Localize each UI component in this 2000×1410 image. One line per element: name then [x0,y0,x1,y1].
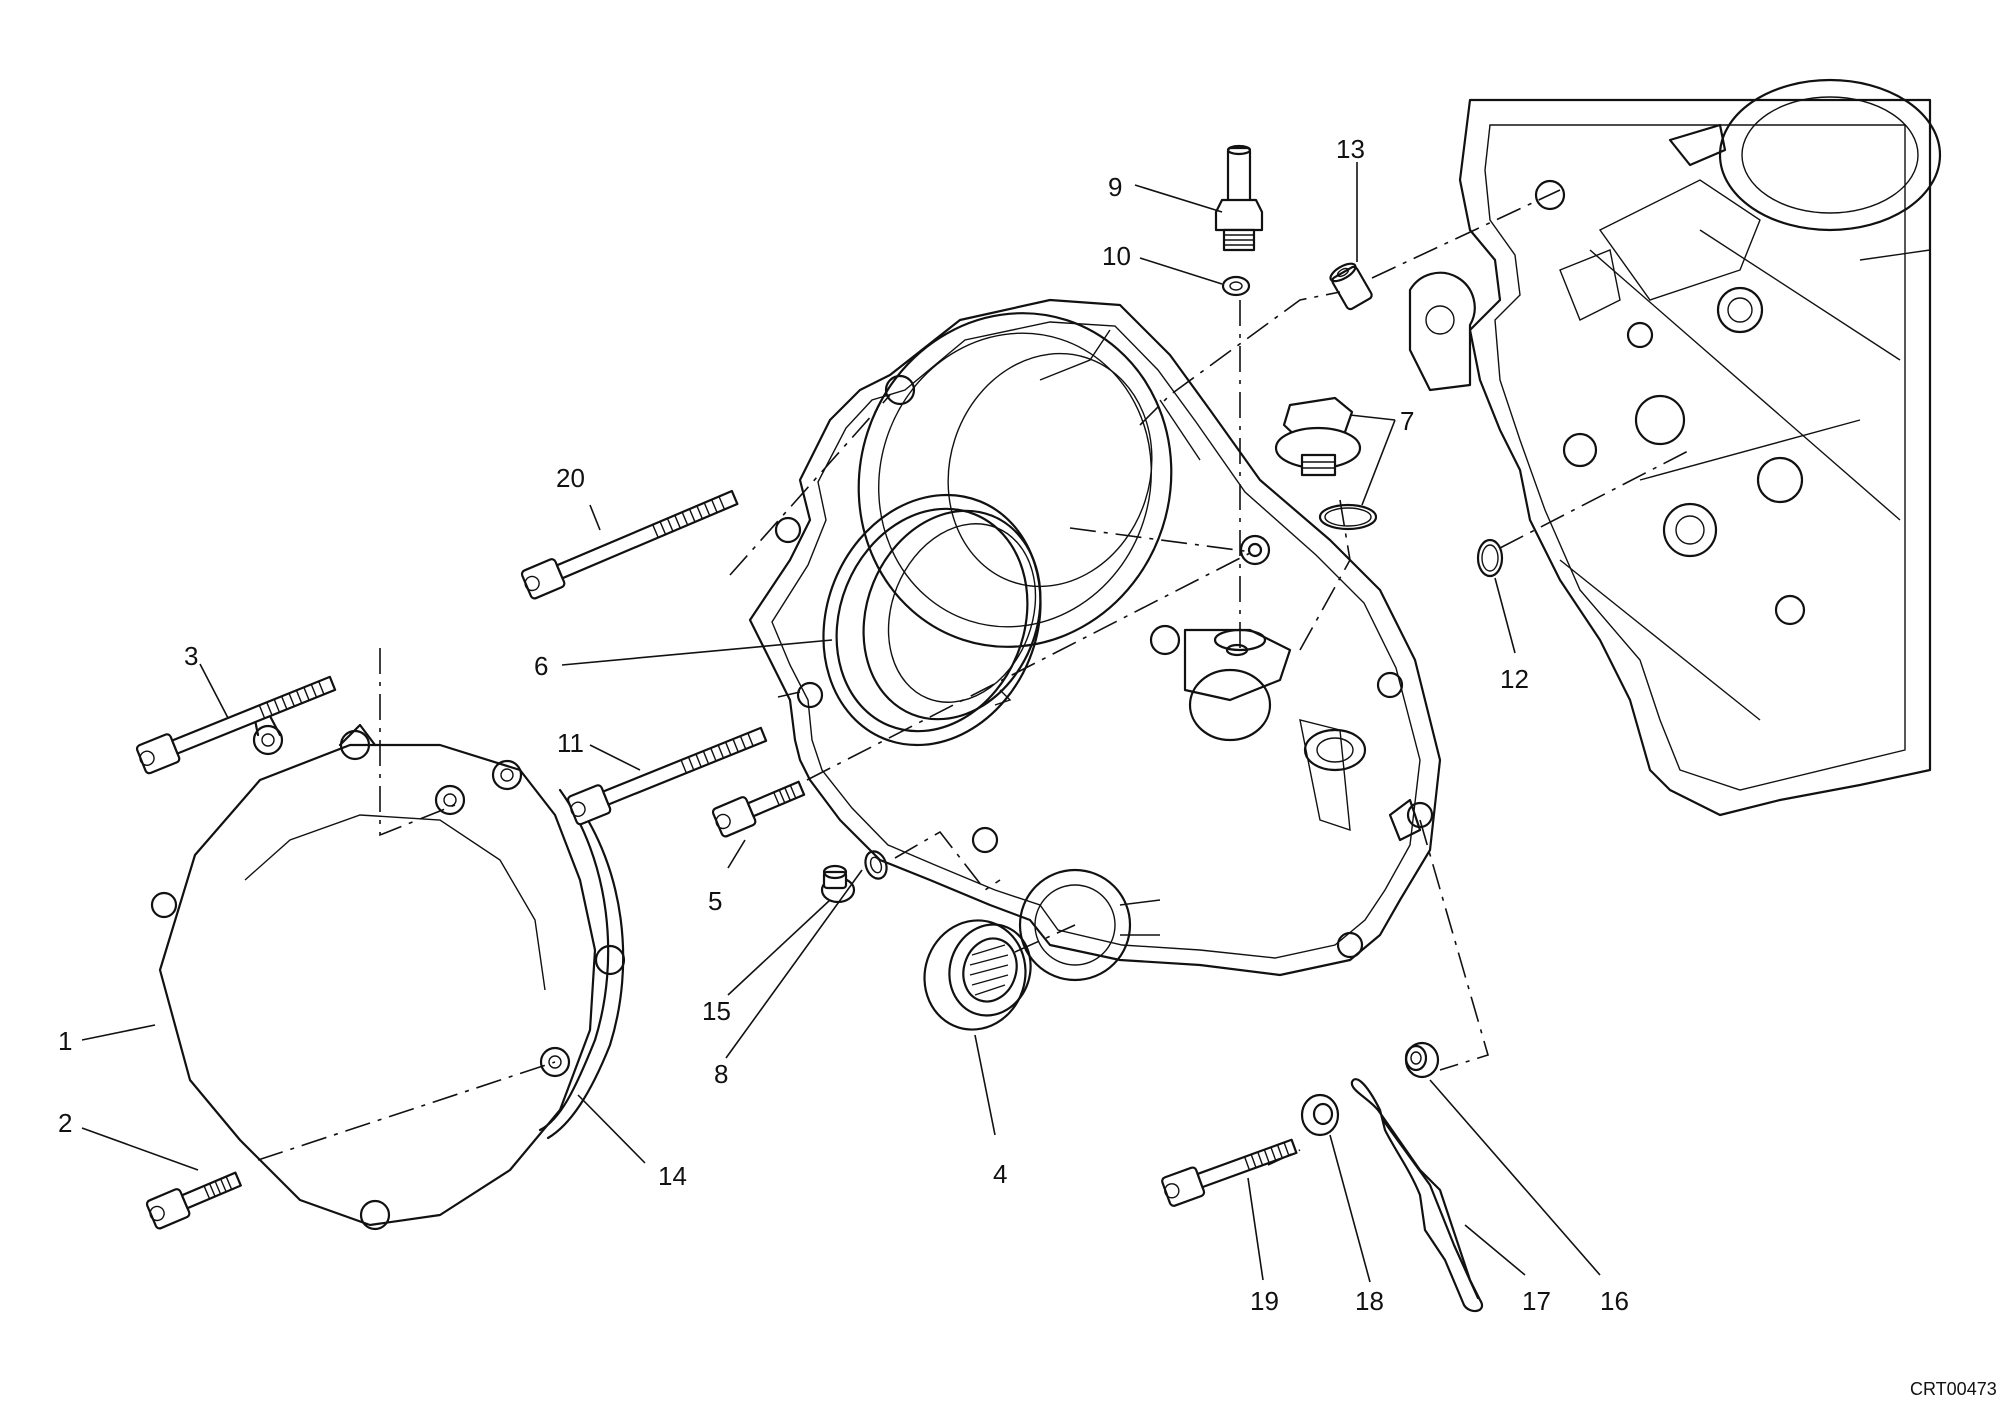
part-13-dowel-bush [1329,262,1373,311]
callout-15: 15 [702,996,731,1026]
part-18-washer [1300,1093,1340,1137]
part-4-oil-seal [923,919,1032,1031]
part-9-sensor [1214,144,1264,252]
callout-4: 4 [993,1159,1007,1189]
callout-2: 2 [58,1108,72,1138]
crankcase [1408,78,1942,817]
part-17-clip [1350,1078,1483,1313]
callout-16: 16 [1600,1286,1629,1316]
part-3-screw [135,675,337,775]
callout-6: 6 [534,651,548,681]
part-15-plug [820,864,856,904]
callout-14: 14 [658,1161,687,1191]
callout-13: 13 [1336,134,1365,164]
assembly-axes [257,189,1691,1166]
side-cover [748,298,1442,982]
callout-3: 3 [184,641,198,671]
callout-12: 12 [1500,664,1529,694]
drawing-code: CRT00473 [1910,1379,1997,1399]
callout-17: 17 [1522,1286,1551,1316]
part-16-grommet [1404,1041,1440,1079]
callout-5: 5 [708,886,722,916]
callout-10: 10 [1102,241,1131,271]
callout-11: 11 [557,728,584,758]
callout-labels: 1 2 3 4 5 6 7 8 9 10 11 12 13 14 15 16 1… [58,134,1629,1316]
part-8-washer [864,850,888,880]
part-12-o-ring [1476,538,1504,578]
callout-9: 9 [1108,172,1122,202]
callout-1: 1 [58,1026,72,1056]
callout-7: 7 [1400,406,1414,436]
callout-20: 20 [556,463,585,493]
part-10-washer [1221,275,1251,297]
callout-8: 8 [714,1059,728,1089]
part-2-screw [145,1171,242,1230]
part-20-screw [520,489,739,600]
part-1-clutch-cover [150,714,626,1231]
leader-lines [81,162,1601,1283]
part-5-screw [711,780,806,838]
part-14-gasket [538,788,625,1140]
callout-19: 19 [1250,1286,1279,1316]
part-19-screw [1161,1138,1298,1207]
part-6-gasket-ring [822,493,1042,747]
part-11-screw [566,726,768,826]
part-7-oil-filler-plug [1274,396,1378,531]
callout-18: 18 [1355,1286,1384,1316]
